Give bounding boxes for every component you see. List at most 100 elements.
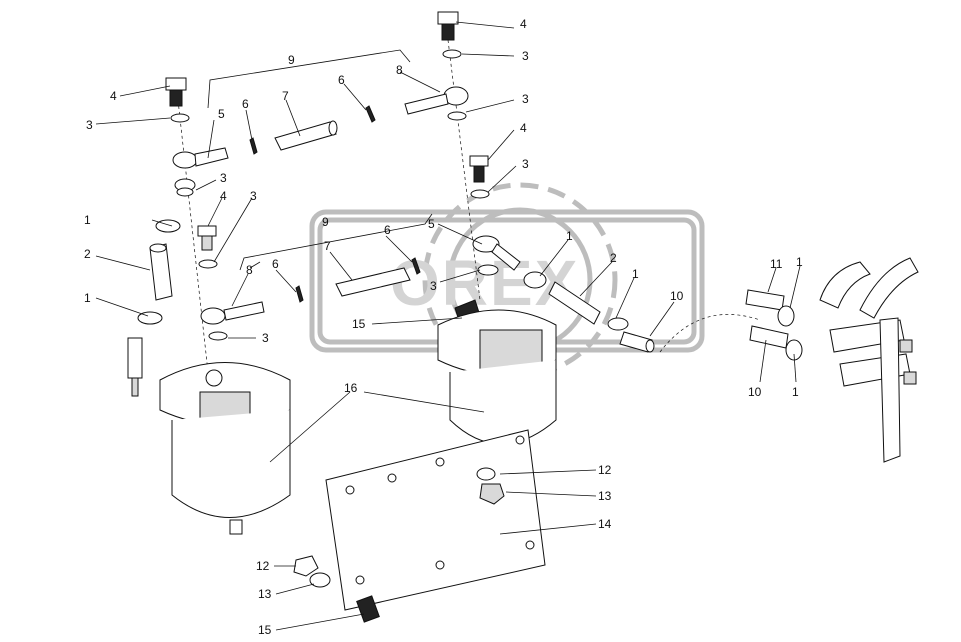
nut-12 xyxy=(293,555,319,577)
pipe-bend-a xyxy=(819,261,871,309)
bolt-thread-4c xyxy=(441,23,455,41)
bracket-plate xyxy=(293,429,546,623)
drain-valve-tip xyxy=(131,377,139,397)
callout-15: 15 xyxy=(258,623,272,637)
plate-hole xyxy=(525,540,535,550)
filter-bowl-left xyxy=(171,410,291,518)
clamp-ring-1 xyxy=(155,219,181,233)
callout-9: 9 xyxy=(288,53,295,67)
callout-7: 7 xyxy=(324,239,331,253)
callout-2: 2 xyxy=(610,251,617,265)
callout-3: 3 xyxy=(220,171,227,185)
lock-washer-13 xyxy=(309,572,331,588)
callout-4: 4 xyxy=(220,189,227,203)
filter-port-left xyxy=(205,369,223,387)
drain-valve xyxy=(127,337,143,379)
clamp-6d xyxy=(411,257,421,275)
hose-2b xyxy=(548,281,601,325)
watermark-text: OREX xyxy=(390,247,579,319)
callout-15: 15 xyxy=(352,317,366,331)
callout-14: 14 xyxy=(598,517,612,531)
plate-hole xyxy=(355,575,365,585)
banjo-fitting-8 xyxy=(200,307,226,325)
leader-lines xyxy=(95,21,801,631)
callout-9: 9 xyxy=(322,215,329,229)
right-filter-assembly xyxy=(335,11,655,445)
callout-16: 16 xyxy=(344,381,358,395)
callout-8: 8 xyxy=(396,63,403,77)
callout-labels: 4 3 9 8 3 6 7 5 6 4 3 4 3 3 4 3 1 2 1 8 … xyxy=(84,17,803,637)
plate-hole xyxy=(435,560,445,570)
nut-13 xyxy=(479,483,505,505)
hose-10-end xyxy=(645,339,655,353)
callout-3: 3 xyxy=(522,49,529,63)
callout-1: 1 xyxy=(84,291,91,305)
bolt-head-4d xyxy=(469,155,489,167)
callout-13: 13 xyxy=(598,489,612,503)
clamp-ring-1f xyxy=(785,339,803,361)
banjo-fitting-5b xyxy=(472,235,500,253)
left-axis-line xyxy=(177,99,211,391)
callout-6: 6 xyxy=(384,223,391,237)
callout-5: 5 xyxy=(218,107,225,121)
callout-3: 3 xyxy=(522,92,529,106)
washer-3d xyxy=(208,331,228,341)
callout-6: 6 xyxy=(338,73,345,87)
callout-12: 12 xyxy=(598,463,612,477)
washer-3g xyxy=(470,189,490,199)
callout-3: 3 xyxy=(250,189,257,203)
callout-6: 6 xyxy=(242,97,249,111)
callout-3: 3 xyxy=(262,331,269,345)
plate-hole xyxy=(345,485,355,495)
clamp-6b xyxy=(365,105,376,123)
filter-drain-left xyxy=(229,519,243,535)
washer-3e xyxy=(442,49,462,59)
callout-1: 1 xyxy=(796,255,803,269)
callout-1: 1 xyxy=(792,385,799,399)
pipe-connection-dashed xyxy=(659,314,761,353)
pipe-straight-b xyxy=(839,353,911,387)
plate-hole xyxy=(435,457,445,467)
lock-washer-12 xyxy=(476,467,496,481)
bolt-thread-4b xyxy=(201,235,213,251)
bolt-15b xyxy=(356,595,380,623)
hose-2 xyxy=(149,243,173,301)
bolt-thread-4d xyxy=(473,165,485,183)
callout-2: 2 xyxy=(84,247,91,261)
callout-11: 11 xyxy=(770,257,783,271)
hose-10 xyxy=(619,331,653,353)
banjo-tube-8b xyxy=(404,93,449,115)
clamp-ring-1d xyxy=(607,317,629,331)
callout-4: 4 xyxy=(520,17,527,31)
banjo-tube-5b xyxy=(491,243,521,271)
bolt-thread-4 xyxy=(169,89,183,107)
callout-10: 10 xyxy=(670,289,684,303)
pipe-bend-b xyxy=(859,257,919,319)
hose-10b xyxy=(749,325,789,349)
pipe-assembly xyxy=(659,257,919,463)
clamp-ring-1e xyxy=(777,305,795,327)
callout-3: 3 xyxy=(430,279,437,293)
callout-8: 8 xyxy=(246,263,253,277)
callout-3: 3 xyxy=(86,118,93,132)
callout-3: 3 xyxy=(522,157,529,171)
clamp-6c xyxy=(295,285,304,303)
callout-6: 6 xyxy=(272,257,279,271)
callout-1: 1 xyxy=(566,229,573,243)
support-bracket xyxy=(879,317,901,463)
callout-5: 5 xyxy=(428,217,435,231)
callout-10: 10 xyxy=(748,385,762,399)
clamp-ring-1c xyxy=(523,271,547,289)
callout-12: 12 xyxy=(256,559,270,573)
clamp-6 xyxy=(249,137,258,155)
washer-3c xyxy=(198,259,218,269)
callout-1: 1 xyxy=(84,213,91,227)
callout-7: 7 xyxy=(282,89,289,103)
callout-13: 13 xyxy=(258,587,272,601)
callout-1: 1 xyxy=(632,267,639,281)
banjo-tube-8 xyxy=(223,301,265,321)
plate-hole xyxy=(387,473,397,483)
right-axis-line xyxy=(447,39,481,301)
bolt-head-4b xyxy=(197,225,217,237)
